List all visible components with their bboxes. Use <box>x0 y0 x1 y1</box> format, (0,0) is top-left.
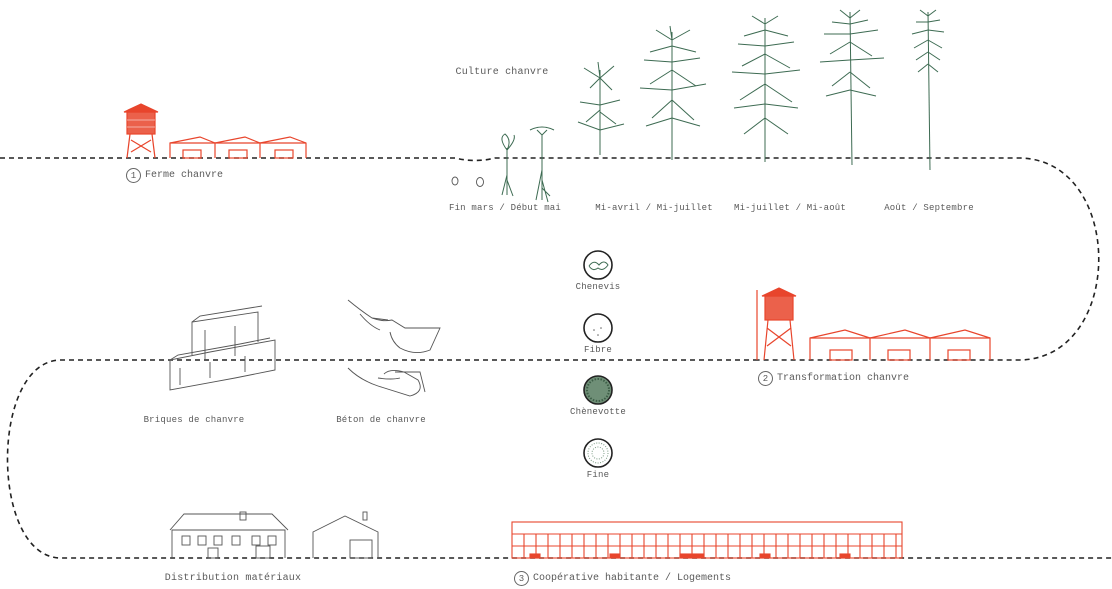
growth-stage-label: Mi-avril / Mi-juillet <box>595 203 713 213</box>
step-3-label: 3 Coopérative habitante / Logements <box>514 571 731 586</box>
seed-icon <box>451 176 484 187</box>
hemp-concrete-hand-icon <box>347 299 441 397</box>
distribution-shed-icon <box>312 511 379 559</box>
material-label: Béton de chanvre <box>336 415 426 425</box>
flowering-hemp-plant-icon <box>819 9 885 166</box>
chenevotte-circle-icon <box>583 375 613 405</box>
step-1-number: 1 <box>126 168 141 183</box>
step-3-number: 3 <box>514 571 529 586</box>
material-label: Briques de chanvre <box>143 415 245 425</box>
transformation-barns-icon <box>809 329 991 361</box>
fine-circle-icon <box>583 438 613 468</box>
young-hemp-plant-icon <box>577 61 625 155</box>
step-3-text: Coopérative habitante / Logements <box>533 573 732 584</box>
growth-stage-label: Août / Septembre <box>884 203 974 213</box>
product-label: Chènevotte <box>569 407 627 417</box>
hemp-bricks-icon <box>169 305 276 391</box>
step-2-text: Transformation chanvre <box>777 373 910 384</box>
product-label: Fibre <box>583 345 613 355</box>
mid-hemp-plant-icon <box>639 25 707 160</box>
fibre-circle-icon <box>583 313 613 343</box>
farm-barns-icon <box>169 136 307 159</box>
cooperative-housing-icon <box>511 521 903 559</box>
growth-stage-label: Fin mars / Début mai <box>448 203 562 213</box>
step-1-text: Ferme chanvre <box>145 170 224 181</box>
product-label: Chenevis <box>575 282 621 292</box>
tall-hemp-plant-icon <box>731 15 801 162</box>
transformation-silo-icon <box>756 287 797 361</box>
step-2-label: 2 Transformation chanvre <box>758 371 909 386</box>
step-1-label: 1 Ferme chanvre <box>126 168 223 183</box>
growth-stage-label: Mi-juillet / Mi-août <box>733 203 847 213</box>
distribution-label: Distribution matériaux <box>164 573 302 584</box>
diagram-title: Culture chanvre <box>455 67 549 78</box>
seedling-icon <box>501 126 555 203</box>
product-label: Fine <box>586 470 610 480</box>
step-2-number: 2 <box>758 371 773 386</box>
chenevis-circle-icon <box>583 250 613 280</box>
mature-hemp-plant-icon <box>911 9 945 171</box>
flow-path <box>0 157 1112 559</box>
farm-silo-icon <box>123 103 159 159</box>
distribution-house-icon <box>169 511 289 559</box>
